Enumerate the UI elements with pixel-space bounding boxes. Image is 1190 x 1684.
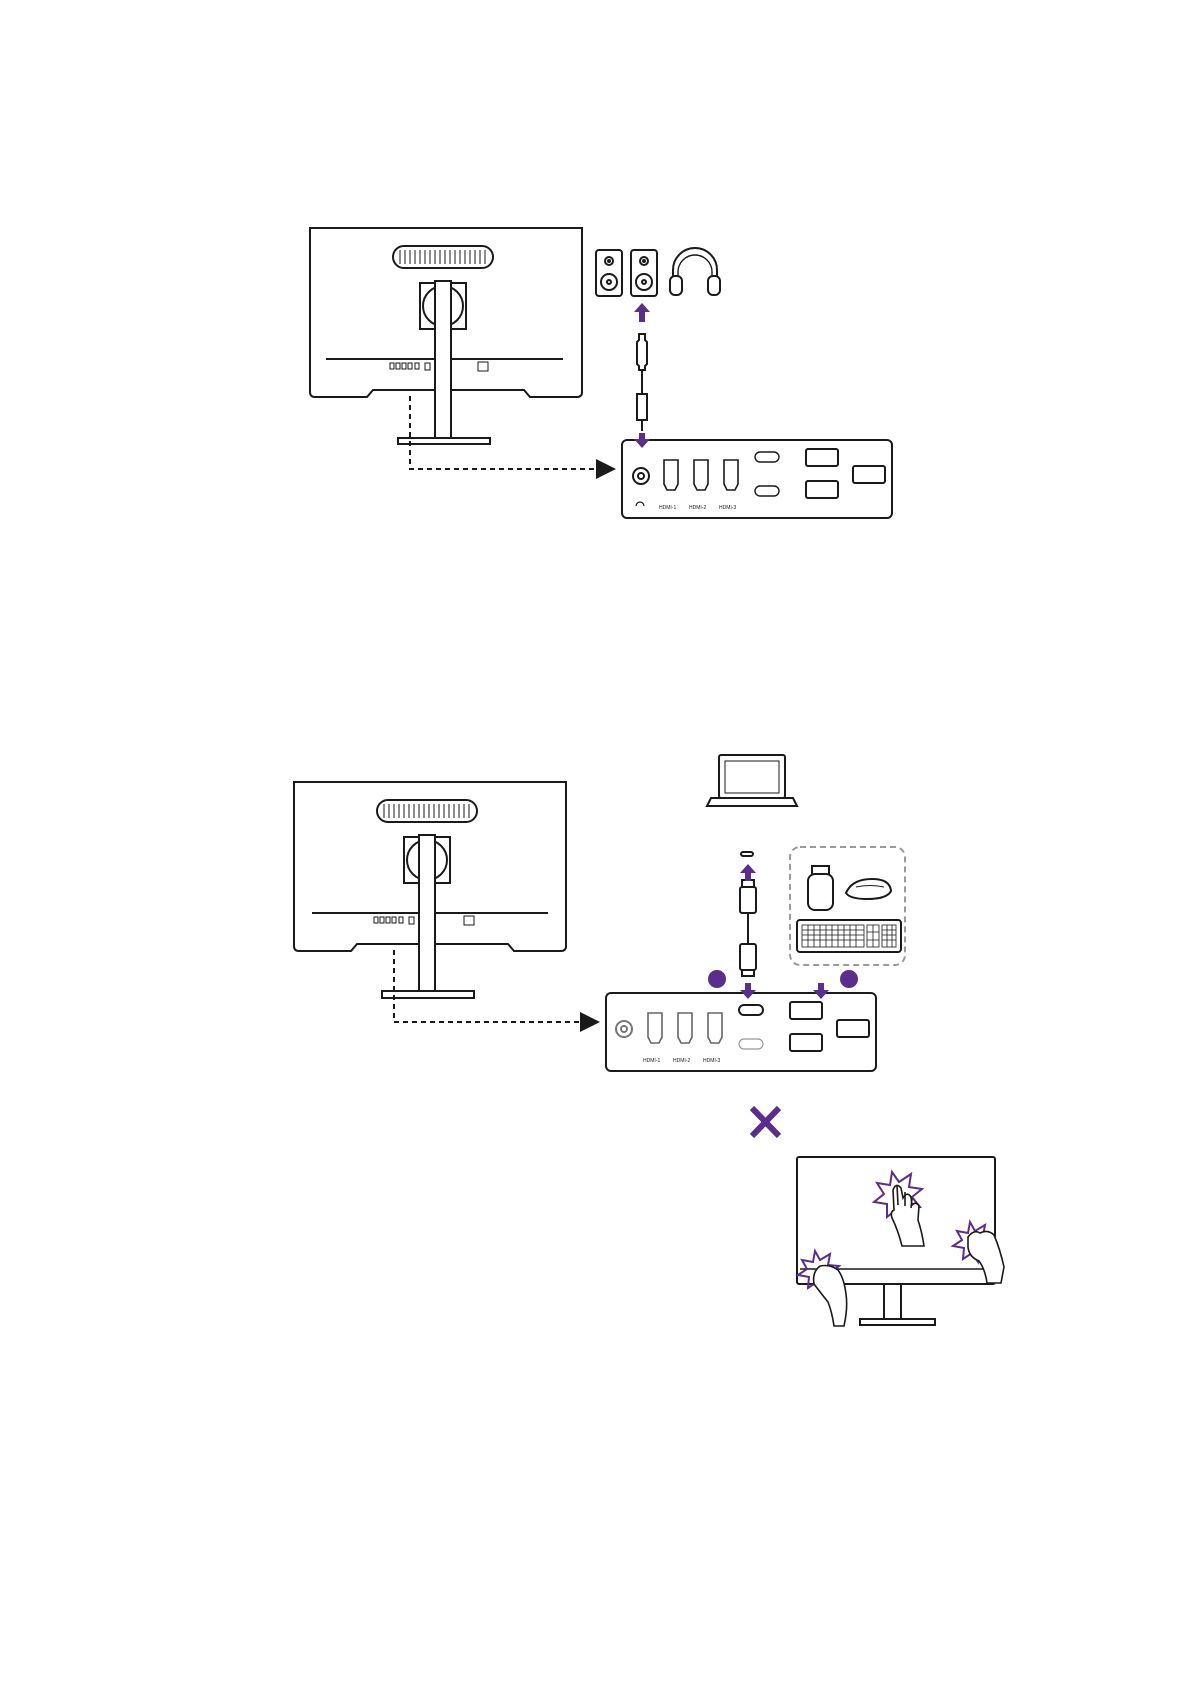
monitor-back-view — [310, 228, 582, 444]
mouse-icon — [846, 879, 891, 899]
usb-drive-icon — [808, 866, 833, 910]
port-label-hdmi-3: HDMI-3 — [703, 1058, 720, 1064]
speaker-icon — [631, 250, 657, 296]
port-label-hdmi-2: HDMI-2 — [689, 505, 706, 511]
step-marker — [840, 970, 858, 988]
diagram-usb-c-connection: HDMI-1 HDMI-2 HDMI-3 — [294, 755, 905, 1071]
laptop-icon — [707, 755, 797, 806]
audio-cable — [637, 334, 647, 431]
arrow-up-icon — [740, 864, 756, 881]
keyboard-icon — [797, 920, 901, 952]
speaker-icon — [596, 250, 622, 296]
monitor-back-view — [294, 782, 566, 998]
arrow-up-icon — [634, 303, 650, 322]
port-label-hdmi-1: HDMI-1 — [659, 505, 676, 511]
port-label-hdmi-2: HDMI-2 — [673, 1058, 690, 1064]
step-marker — [708, 970, 726, 988]
port-label-hdmi-1: HDMI-1 — [643, 1058, 660, 1064]
port-label-hdmi-3: HDMI-3 — [719, 505, 736, 511]
cross-icon — [752, 1108, 779, 1136]
diagram-audio-connection: HDMI-1 HDMI-2 HDMI-3 — [310, 228, 892, 518]
headphones-icon — [670, 248, 720, 295]
diagram-do-not-touch-screen — [752, 1108, 1004, 1326]
